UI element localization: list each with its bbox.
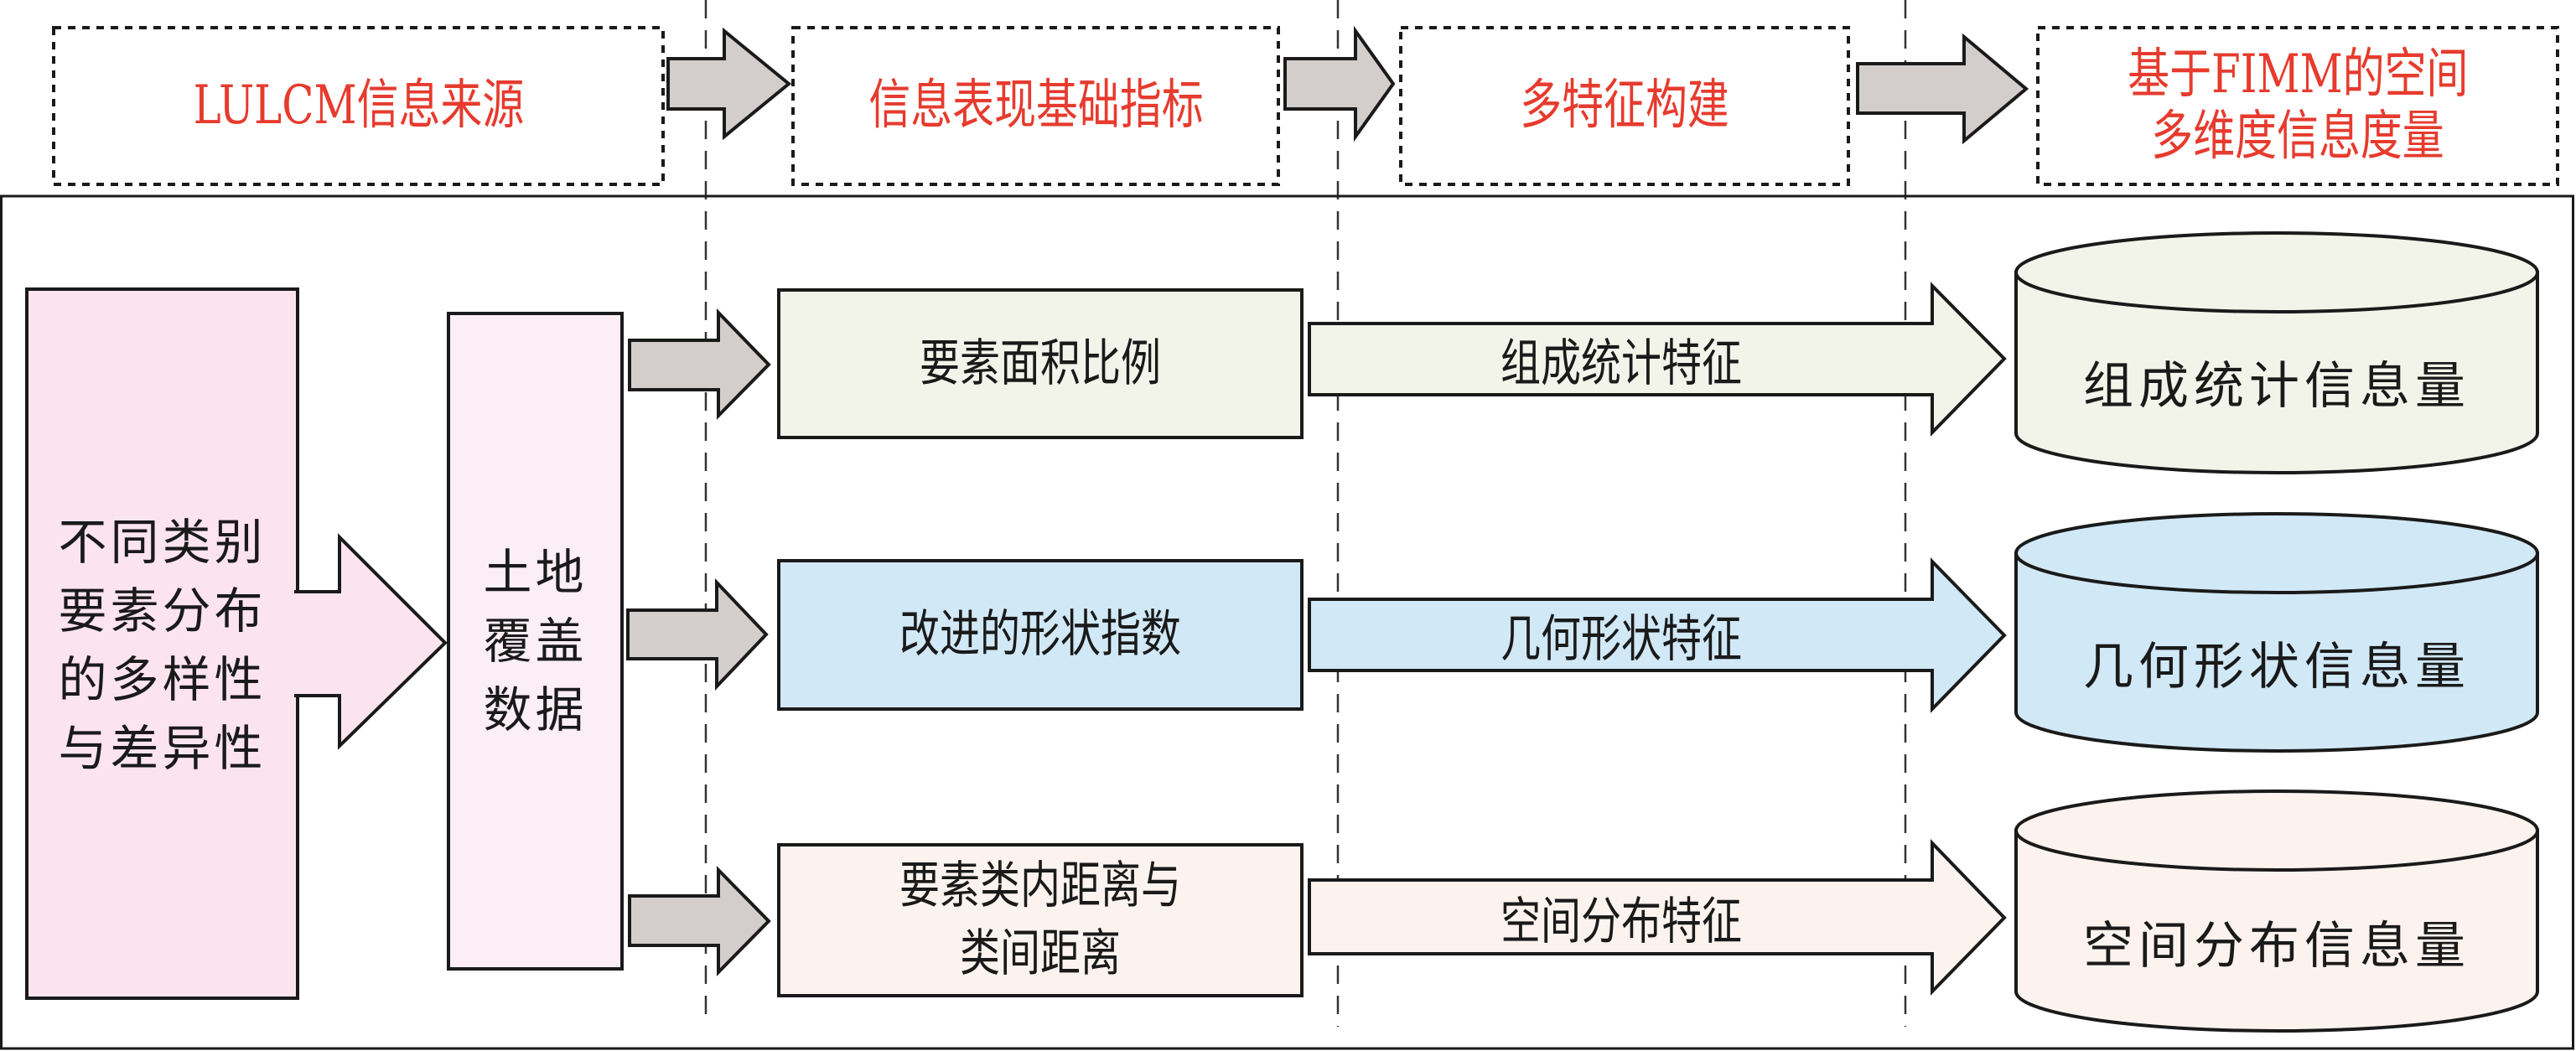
indicator-label-3-line-2: 类间距离 (960, 924, 1121, 983)
cylinder-top (2014, 231, 2539, 313)
measure-label-2: 几何形状信息量 (2016, 616, 2537, 708)
indicator-box-3 (777, 843, 1304, 997)
indicator-label-2-text: 改进的形状指数 (899, 605, 1181, 664)
stage-arrow-1 (666, 27, 792, 141)
stage-arrow-3 (1856, 33, 2029, 145)
indicator-label-1-text: 要素面积比例 (920, 334, 1161, 393)
stage-label-1-text: LULCM信息来源 (193, 74, 524, 137)
cylinder-top (2014, 790, 2539, 872)
indicator-label-1: 要素面积比例 (779, 290, 1302, 437)
stage-label-1: LULCM信息来源 (54, 28, 663, 184)
feature-label-3: 空间分布特征 (1309, 880, 1932, 954)
measure-label-3-text: 空间分布信息量 (2083, 916, 2470, 976)
cylinder-body (2014, 271, 2539, 474)
source-label-line: 要素分布 (58, 582, 267, 639)
stage-label-3-text: 多特征构建 (1520, 74, 1729, 137)
source-label: 不同类别 要素分布 的多样性 与差异性 (27, 503, 298, 788)
measure-label-3: 空间分布信息量 (2016, 895, 2537, 987)
stage-label-4: 基于FIMM的空间 多维度信息度量 (2038, 28, 2558, 184)
measure-label-1-text: 组成统计信息量 (2083, 356, 2470, 416)
land-cover-data-label: 土地 覆盖 数据 (448, 536, 622, 746)
indicator-box-2 (777, 559, 1304, 711)
feature-label-1: 组成统计特征 (1309, 324, 1932, 395)
measure-label-1: 组成统计信息量 (2016, 335, 2537, 427)
cylinder-top (2014, 512, 2539, 594)
source-box (25, 287, 299, 1000)
measure-cylinder-1 (2014, 231, 2539, 474)
indicator-label-3-line-1: 要素类内距离与 (899, 857, 1181, 915)
indicator-label-3: 要素类内距离与 类间距离 (779, 845, 1302, 996)
land-cover-data-line: 土地 (483, 544, 588, 601)
stage-label-2: 信息表现基础指标 (793, 28, 1278, 184)
source-label-line: 的多样性 (58, 651, 267, 708)
measure-label-2-text: 几何形状信息量 (2083, 637, 2470, 696)
source-label-line: 不同类别 (58, 514, 267, 571)
indicator-label-2: 改进的形状指数 (779, 561, 1302, 709)
data-arrow-3 (628, 866, 771, 976)
stage-box-2 (791, 26, 1280, 186)
source-arrow-join (294, 593, 301, 694)
indicator-box-1 (777, 288, 1304, 439)
measure-cylinder-3 (2014, 790, 2539, 1033)
cylinder-body (2014, 551, 2539, 753)
source-label-line: 与差异性 (58, 720, 267, 777)
stage-label-3: 多特征构建 (1401, 28, 1848, 184)
stage-arrow-2 (1283, 25, 1396, 142)
feature-label-2-text: 几何形状特征 (1500, 610, 1742, 669)
stage-label-2-text: 信息表现基础指标 (868, 74, 1204, 137)
data-arrow-2 (626, 577, 769, 691)
stage-box-3 (1399, 26, 1850, 186)
land-cover-data-line: 数据 (483, 681, 588, 738)
stage-box-1 (52, 26, 665, 186)
land-cover-data-line: 覆盖 (483, 613, 588, 670)
feature-label-3-text: 空间分布特征 (1500, 892, 1742, 951)
source-arrow (294, 533, 448, 750)
feature-label-1-text: 组成统计特征 (1500, 334, 1742, 393)
stage-label-4-line-2: 多维度信息度量 (2151, 105, 2444, 168)
measure-cylinder-2 (2014, 512, 2539, 753)
feature-arrow-3 (1308, 839, 2007, 996)
cylinder-body (2014, 829, 2539, 1033)
main-frame (0, 194, 2574, 1050)
feature-arrow-1 (1308, 282, 2007, 437)
feature-label-2: 几何形状特征 (1309, 599, 1932, 670)
stage-label-4-line-1: 基于FIMM的空间 (2127, 43, 2469, 106)
land-cover-data-box (447, 312, 624, 971)
stage-box-4 (2036, 26, 2559, 186)
data-arrow-1 (628, 308, 771, 420)
feature-arrow-2 (1308, 557, 2007, 713)
